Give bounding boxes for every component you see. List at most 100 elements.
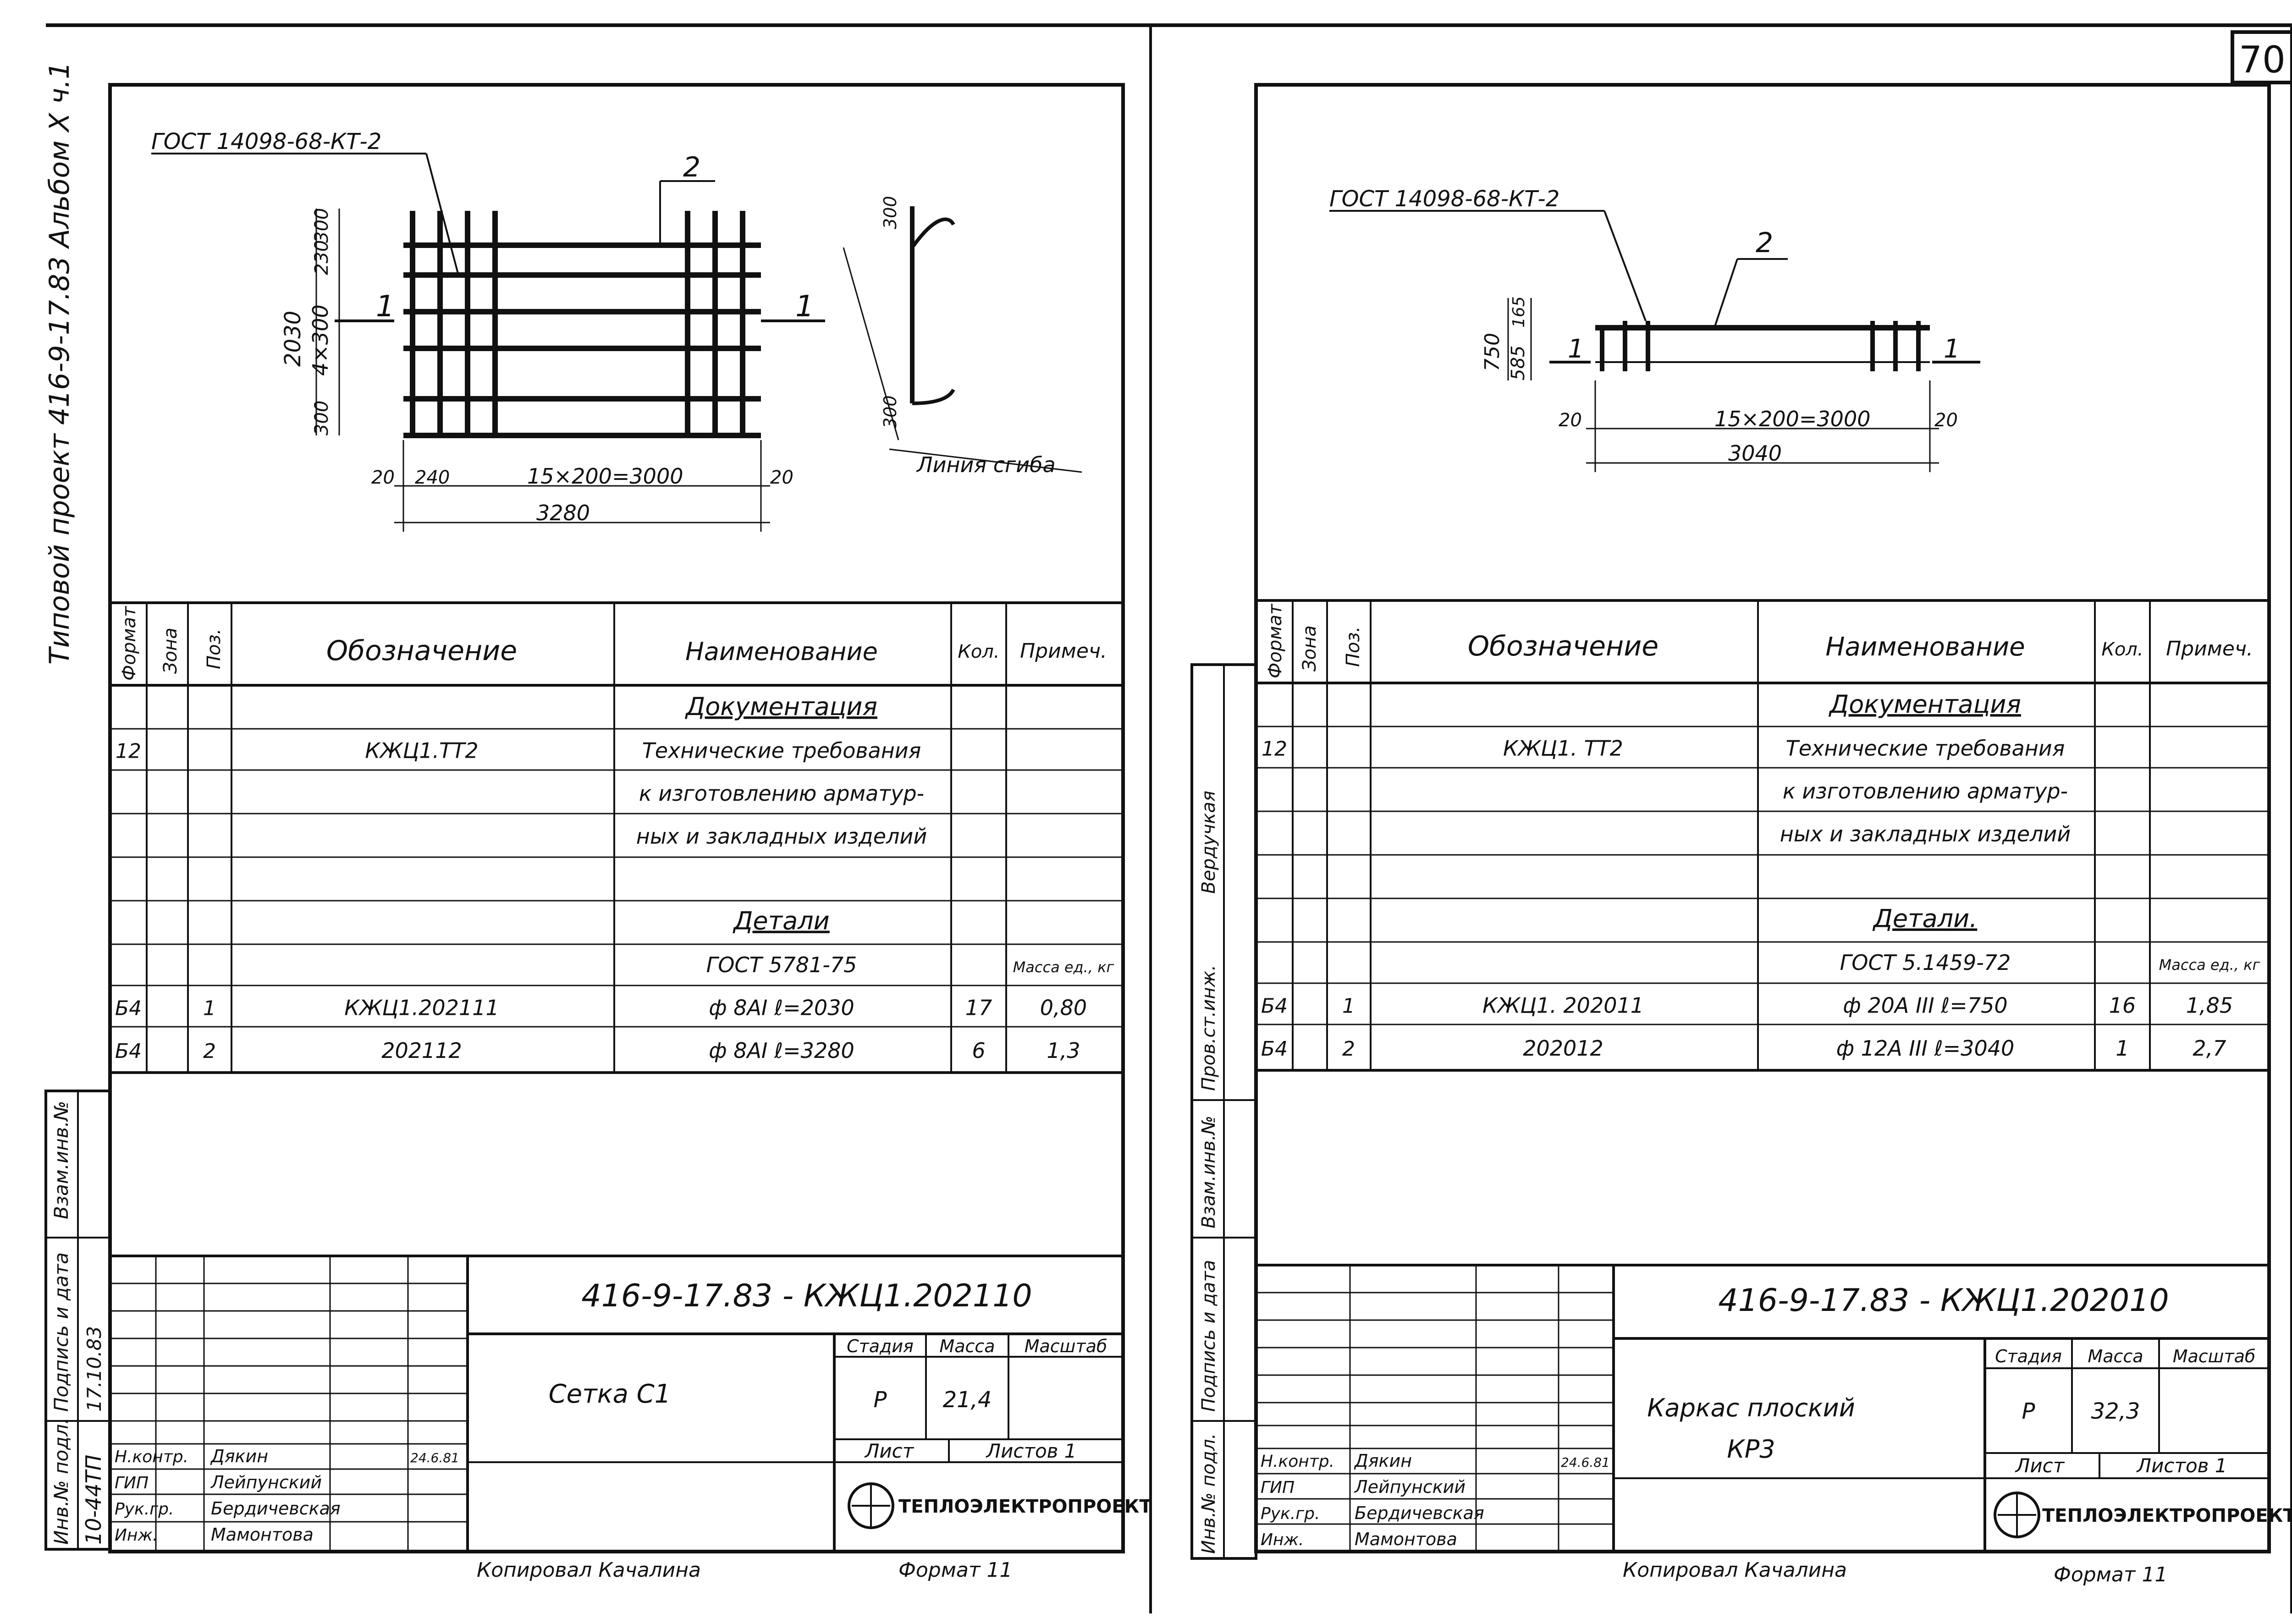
dim-total: 3280 xyxy=(536,501,590,525)
cell-format: 12 xyxy=(1262,738,1287,761)
dim-230: 230 xyxy=(311,240,332,275)
th-zone: Зона xyxy=(160,628,181,674)
doc-code-right: 416-9-17.83 - КЖЦ1.202010 xyxy=(1718,1283,2169,1319)
mass-label: Масса xyxy=(939,1336,995,1356)
cell-name: ф 8АI ℓ=2030 xyxy=(709,996,854,1020)
cell-designation: КЖЦ1. ТТ2 xyxy=(1503,736,1623,761)
dim-span: 15×200=3000 xyxy=(527,464,683,489)
org-name: ТЕПЛОЭЛЕКТРОПРОЕКТ xyxy=(898,1496,1152,1517)
margin-col-1: Взам.инв.№ xyxy=(50,1101,72,1219)
cell-heading: Детали. xyxy=(1873,904,1978,933)
th-note: Примеч. xyxy=(1020,639,1107,663)
role-name: Бердичевская xyxy=(1355,1503,1484,1523)
cell-qty: 1 xyxy=(2116,1036,2129,1061)
th-format: Формат xyxy=(119,606,140,681)
dim-right-top: 300 xyxy=(880,196,900,229)
sheet-right: ГОСТ 14098-68-КТ-2 2 1 1 750 5 xyxy=(1254,83,2292,1586)
cell-heading: Детали xyxy=(733,907,830,936)
stage-value-right: Р xyxy=(2022,1398,2035,1424)
th-qty: Кол. xyxy=(958,641,999,662)
cell-designation: КЖЦ1. 202011 xyxy=(1482,993,1644,1018)
mass-value-right: 32,3 xyxy=(2091,1398,2140,1424)
scale-label: Масштаб xyxy=(1025,1336,1107,1356)
th-designation: Обозначение xyxy=(326,635,517,667)
dim-240: 240 xyxy=(415,467,450,488)
th-designation-right: Обозначение xyxy=(1468,630,1658,662)
stage-value: Р xyxy=(874,1387,887,1413)
role-label: Рук.гр. xyxy=(1261,1504,1320,1523)
dim-300-top: 300 xyxy=(311,208,332,243)
gost-callout: ГОСТ 14098-68-КТ-2 xyxy=(151,129,381,154)
cell-qty: 6 xyxy=(972,1038,985,1063)
right-sheet-margin-stamp: Пров.ст.инж. Вердучкая Взам.инв.№ Подпис… xyxy=(1190,663,1257,1560)
cell-name: ГОСТ 5781-75 xyxy=(706,952,857,977)
mass-value: 21,4 xyxy=(943,1387,992,1413)
cell-note: Масса ед., кг xyxy=(2159,956,2260,974)
margin-col-3: Инв.№ подл. xyxy=(50,1418,72,1545)
dim-total-right: 3040 xyxy=(1728,441,1782,466)
th-name-right: Наименование xyxy=(1825,632,2025,662)
title-block-left: 416-9-17.83 - КЖЦ1.202110 Сетка С1 Стади… xyxy=(110,1255,1152,1582)
role-name: Дякин xyxy=(1354,1451,1412,1471)
cell-qty: 16 xyxy=(2109,993,2136,1018)
cell-name: Технические требования xyxy=(642,738,921,763)
section-mark-left: 1 xyxy=(376,290,395,324)
cell-note: 1,85 xyxy=(2186,993,2233,1018)
role-label: Инж. xyxy=(1261,1530,1304,1549)
dim-165: 165 xyxy=(1510,296,1528,328)
cell-designation: КЖЦ1.202111 xyxy=(344,996,499,1020)
mass-label-right: Масса xyxy=(2088,1346,2143,1366)
sheets-count: Листов 1 xyxy=(986,1440,1077,1462)
cell-designation: КЖЦ1.ТТ2 xyxy=(365,738,478,763)
copied-by: Копировал Качалина xyxy=(477,1558,701,1582)
cell-designation: 202012 xyxy=(1523,1036,1603,1061)
margin-col-2-right: Подпись и дата xyxy=(1198,1260,1219,1412)
cell-qty: 17 xyxy=(965,996,992,1020)
dim-height-mid: 4×300 xyxy=(308,304,333,376)
th-pos-right: Поз. xyxy=(1343,626,1364,667)
cell-name: ф 12А III ℓ=3040 xyxy=(1836,1036,2015,1061)
checker-label: Пров.ст.инж. xyxy=(1198,965,1219,1091)
cell-name: к изготовлению арматур- xyxy=(1783,779,2068,804)
margin-col-1-right: Взам.инв.№ xyxy=(1198,1116,1219,1228)
format-label-right: Формат 11 xyxy=(2054,1563,2168,1586)
mesh-drawing: ГОСТ 14098-68-КТ-2 2 1 1 xyxy=(151,129,1082,532)
spec-table-right: Формат Зона Поз. Обозначение Наименовани… xyxy=(1256,599,2269,1072)
section-mark-left-right: 1 xyxy=(1568,334,1584,364)
doc-name: Сетка С1 xyxy=(549,1379,671,1409)
margin-sign-date: 17.10.83 xyxy=(83,1326,105,1412)
doc-name-line2-right: КР3 xyxy=(1727,1435,1775,1464)
checker-name: Вердучкая xyxy=(1198,791,1219,894)
th-name: Наименование xyxy=(685,637,878,666)
margin-col-3-right: Инв.№ подл. xyxy=(1198,1433,1219,1554)
cell-name: к изготовлению арматур- xyxy=(639,781,924,806)
cell-designation: 202112 xyxy=(381,1038,462,1063)
scale-label-right: Масштаб xyxy=(2173,1346,2256,1366)
th-qty-right: Кол. xyxy=(2101,639,2143,660)
section-mark-right-right: 1 xyxy=(1944,334,1960,364)
cell-format: 12 xyxy=(116,740,141,763)
cell-name: ГОСТ 5.1459-72 xyxy=(1840,950,2011,975)
role-label: ГИП xyxy=(1261,1478,1295,1497)
doc-code: 416-9-17.83 - КЖЦ1.202110 xyxy=(581,1278,1032,1314)
page-number: 70 xyxy=(2239,39,2286,81)
dim-height-total-right: 750 xyxy=(1481,333,1504,371)
cell-pos: 2 xyxy=(1342,1037,1355,1061)
th-note-right: Примеч. xyxy=(2166,637,2253,661)
frame-drawing: ГОСТ 14098-68-КТ-2 2 1 1 750 5 xyxy=(1329,186,1980,472)
role-name: Бердичевская xyxy=(211,1498,341,1519)
pos-callout-right: 2 xyxy=(1756,227,1773,259)
stage-label: Стадия xyxy=(847,1336,914,1356)
cell-name: ф 20А III ℓ=750 xyxy=(1843,993,2007,1018)
copied-by-right: Копировал Качалина xyxy=(1623,1558,1847,1582)
th-pos: Поз. xyxy=(204,628,225,669)
cell-format: Б4 xyxy=(115,1040,142,1063)
cell-name: ных и закладных изделий xyxy=(1780,822,2071,847)
role-label: Инж. xyxy=(115,1526,158,1545)
role-name: Мамонтова xyxy=(211,1525,314,1545)
